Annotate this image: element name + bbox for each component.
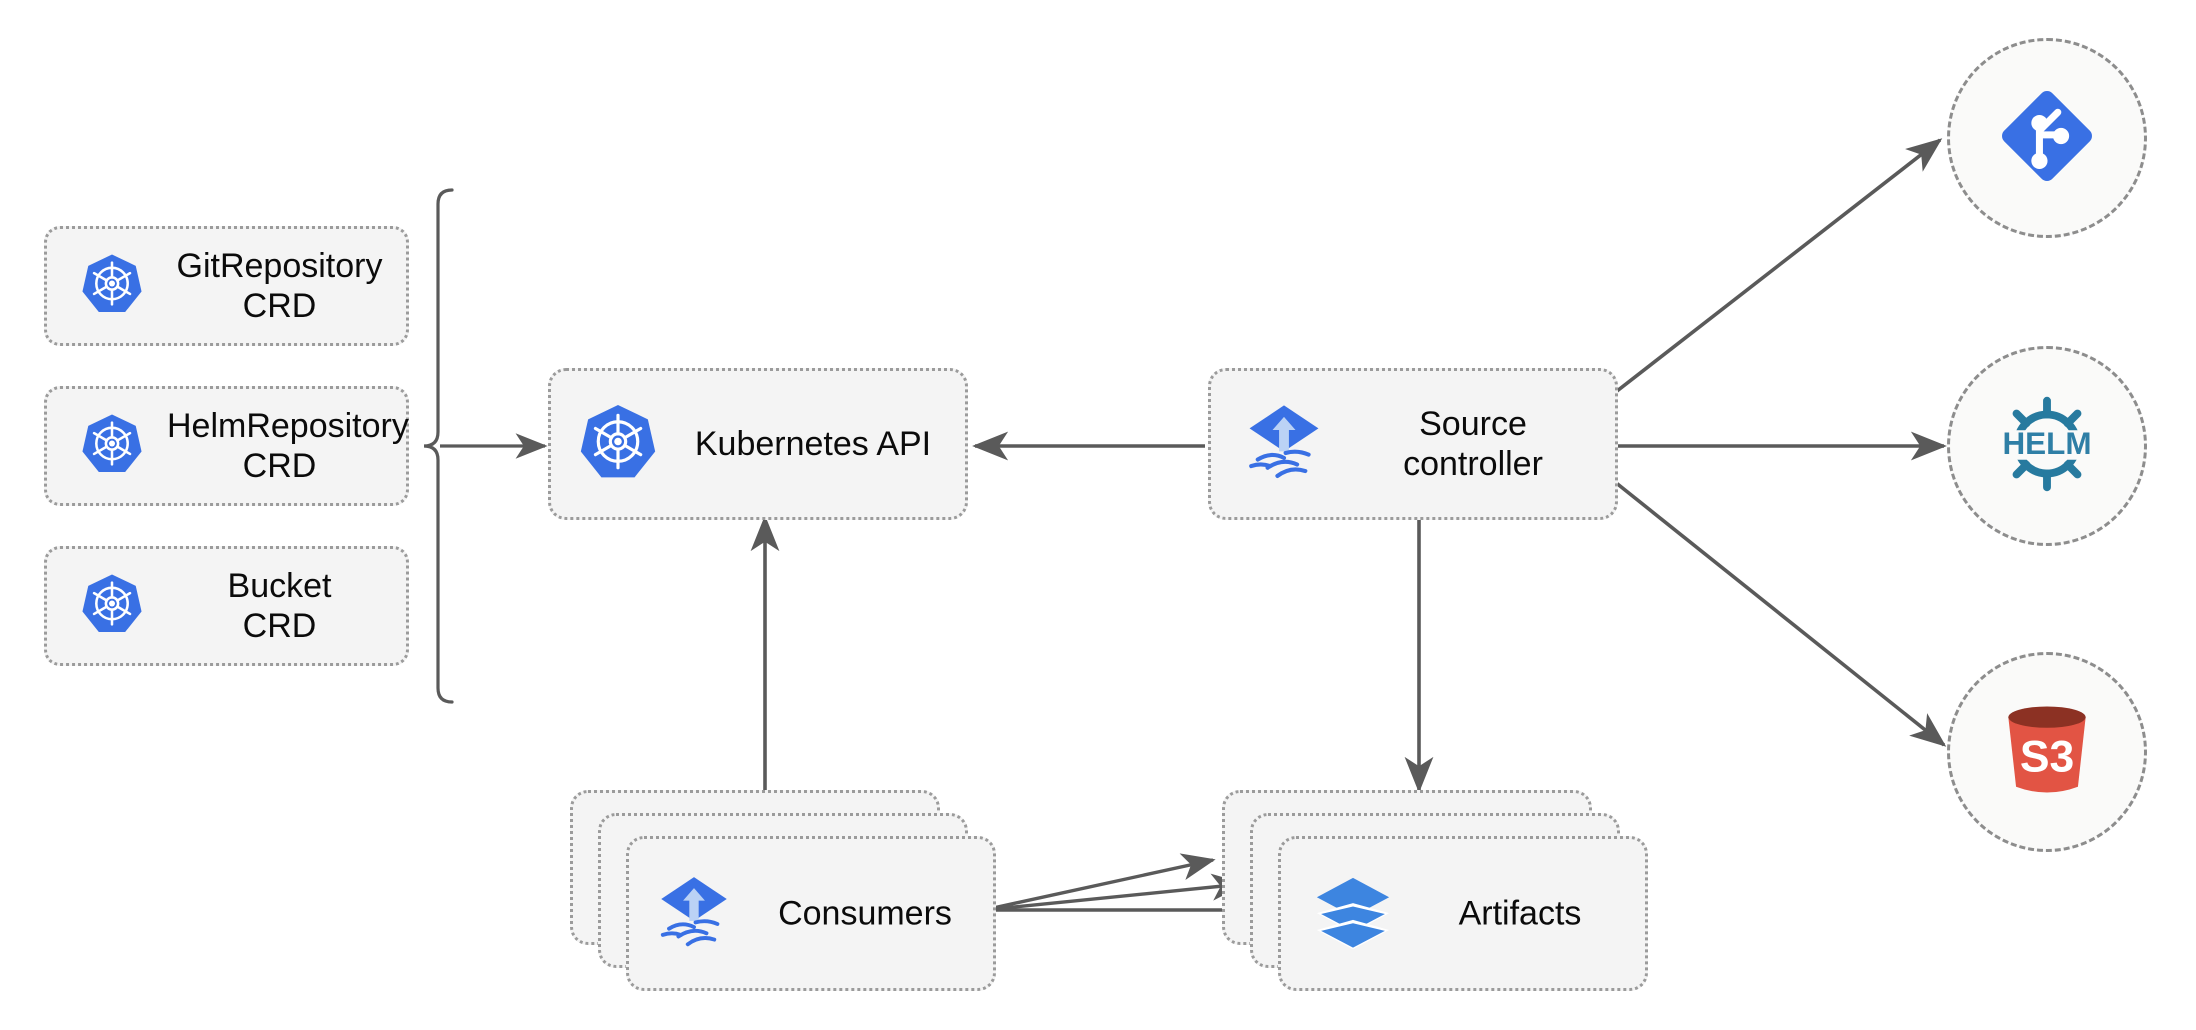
crd-card-label: HelmRepository CRD (167, 406, 409, 485)
external-helm[interactable]: HELM (1947, 346, 2147, 546)
kubernetes-icon (81, 413, 143, 480)
node-consumers[interactable]: Consumers (570, 790, 1010, 1000)
kubernetes-icon (81, 573, 143, 640)
kubernetes-icon (81, 253, 143, 320)
edge-source-controller-to-git (1606, 138, 1943, 400)
layers-icon (1311, 869, 1395, 958)
artifacts-card-front[interactable]: Artifacts (1278, 836, 1648, 991)
edge-consumers-to-artifacts-2 (983, 873, 1246, 912)
node-label: Artifacts (1458, 894, 1582, 932)
s3-label: S3 (2020, 732, 2074, 781)
crd-card-bucket[interactable]: Bucket CRD (44, 546, 409, 666)
node-label: Source controller (1403, 404, 1543, 483)
crd-card-gitrepository[interactable]: GitRepository CRD (44, 226, 409, 346)
flux-icon (1243, 401, 1325, 488)
node-label: Kubernetes API (694, 424, 932, 463)
external-git[interactable] (1947, 38, 2147, 238)
consumers-card-front[interactable]: Consumers (626, 836, 996, 991)
crd-card-label: GitRepository CRD (176, 246, 383, 325)
helm-label: HELM (2002, 425, 2091, 460)
edge-source-controller-to-s3 (1598, 468, 1947, 747)
crd-card-helmrepository[interactable]: HelmRepository CRD (44, 386, 409, 506)
node-artifacts[interactable]: Artifacts (1222, 790, 1662, 1000)
crd-card-label: Bucket CRD (227, 566, 332, 645)
edge-consumers-to-artifacts-1 (983, 853, 1216, 912)
crd-group-bracket (423, 188, 454, 704)
s3-icon: S3 (1989, 692, 2105, 813)
git-icon (1993, 82, 2101, 195)
node-kubernetes-api[interactable]: Kubernetes API (548, 368, 968, 520)
node-label: Consumers (778, 894, 952, 932)
external-s3[interactable]: S3 (1947, 652, 2147, 852)
node-source-controller[interactable]: Source controller (1208, 368, 1618, 520)
helm-icon: HELM (1988, 385, 2106, 508)
flux-icon (655, 872, 733, 955)
kubernetes-icon (579, 403, 657, 486)
